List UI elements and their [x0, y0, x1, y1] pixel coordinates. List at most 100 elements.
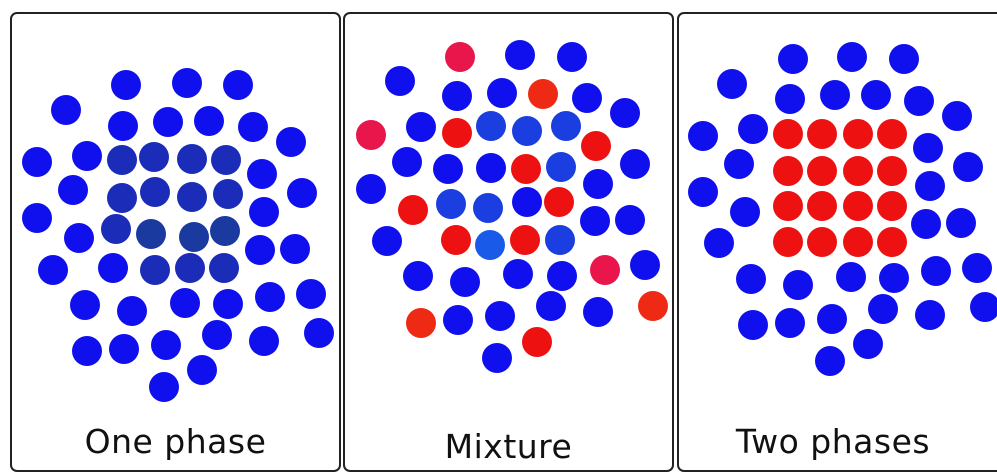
- particle: [107, 145, 137, 175]
- particle: [213, 179, 243, 209]
- particle: [724, 149, 754, 179]
- particle: [177, 182, 207, 212]
- particle: [889, 44, 919, 74]
- particle: [151, 330, 181, 360]
- particle: [738, 310, 768, 340]
- particle: [398, 195, 428, 225]
- panel-one-phase: One phase: [10, 12, 341, 472]
- particle: [630, 250, 660, 280]
- particle: [170, 288, 200, 318]
- particle: [72, 336, 102, 366]
- particle: [175, 253, 205, 283]
- particle: [610, 98, 640, 128]
- particle: [22, 147, 52, 177]
- particle: [385, 66, 415, 96]
- particle: [476, 153, 506, 183]
- particle: [946, 208, 976, 238]
- particle: [482, 343, 512, 373]
- particle: [372, 226, 402, 256]
- particle: [443, 305, 473, 335]
- particle: [843, 227, 873, 257]
- particle: [356, 174, 386, 204]
- particle: [223, 70, 253, 100]
- particle: [551, 111, 581, 141]
- particle: [194, 106, 224, 136]
- particle: [913, 133, 943, 163]
- particles-two-phases: [688, 42, 997, 376]
- particle: [485, 301, 515, 331]
- particle: [445, 42, 475, 72]
- particle: [775, 308, 805, 338]
- particle: [64, 223, 94, 253]
- particle: [304, 318, 334, 348]
- particle: [580, 206, 610, 236]
- particle: [117, 296, 147, 326]
- caption-mixture: Mixture: [444, 427, 573, 466]
- particle: [572, 83, 602, 113]
- caption-two-phases: Two phases: [735, 422, 931, 461]
- particle: [773, 227, 803, 257]
- particle: [807, 227, 837, 257]
- particle: [280, 234, 310, 264]
- particle: [773, 191, 803, 221]
- particle: [546, 152, 576, 182]
- particle: [202, 320, 232, 350]
- particle: [296, 279, 326, 309]
- particle: [583, 169, 613, 199]
- particle: [730, 197, 760, 227]
- particle: [736, 264, 766, 294]
- particle: [783, 270, 813, 300]
- particle: [140, 177, 170, 207]
- particle: [442, 118, 472, 148]
- particle: [153, 107, 183, 137]
- particle: [861, 80, 891, 110]
- particle: [245, 235, 275, 265]
- particle: [108, 111, 138, 141]
- particle: [915, 300, 945, 330]
- particle: [403, 261, 433, 291]
- particle: [807, 119, 837, 149]
- particle: [51, 95, 81, 125]
- particle: [547, 261, 577, 291]
- particle: [436, 189, 466, 219]
- particle: [837, 42, 867, 72]
- particle: [904, 86, 934, 116]
- particle: [476, 111, 506, 141]
- particle: [877, 191, 907, 221]
- particle: [179, 222, 209, 252]
- particle: [72, 141, 102, 171]
- particle: [773, 119, 803, 149]
- particle: [704, 228, 734, 258]
- particle: [836, 262, 866, 292]
- particle: [843, 156, 873, 186]
- particle: [139, 142, 169, 172]
- particle: [249, 326, 279, 356]
- particle: [528, 79, 558, 109]
- particle: [717, 69, 747, 99]
- particle: [136, 219, 166, 249]
- particle: [962, 253, 992, 283]
- particle: [820, 80, 850, 110]
- caption-one-phase: One phase: [84, 422, 267, 461]
- particle: [140, 255, 170, 285]
- particle: [868, 294, 898, 324]
- particle: [406, 112, 436, 142]
- particle: [545, 225, 575, 255]
- particle: [70, 290, 100, 320]
- particle: [510, 225, 540, 255]
- particle: [22, 203, 52, 233]
- particle: [473, 193, 503, 223]
- particle: [911, 209, 941, 239]
- particle: [475, 230, 505, 260]
- particle: [590, 255, 620, 285]
- particle: [688, 177, 718, 207]
- particle: [441, 225, 471, 255]
- particle: [503, 259, 533, 289]
- particle: [615, 205, 645, 235]
- particle: [149, 372, 179, 402]
- particle: [522, 327, 552, 357]
- particle: [512, 187, 542, 217]
- particle: [172, 68, 202, 98]
- particle: [406, 308, 436, 338]
- particle: [921, 256, 951, 286]
